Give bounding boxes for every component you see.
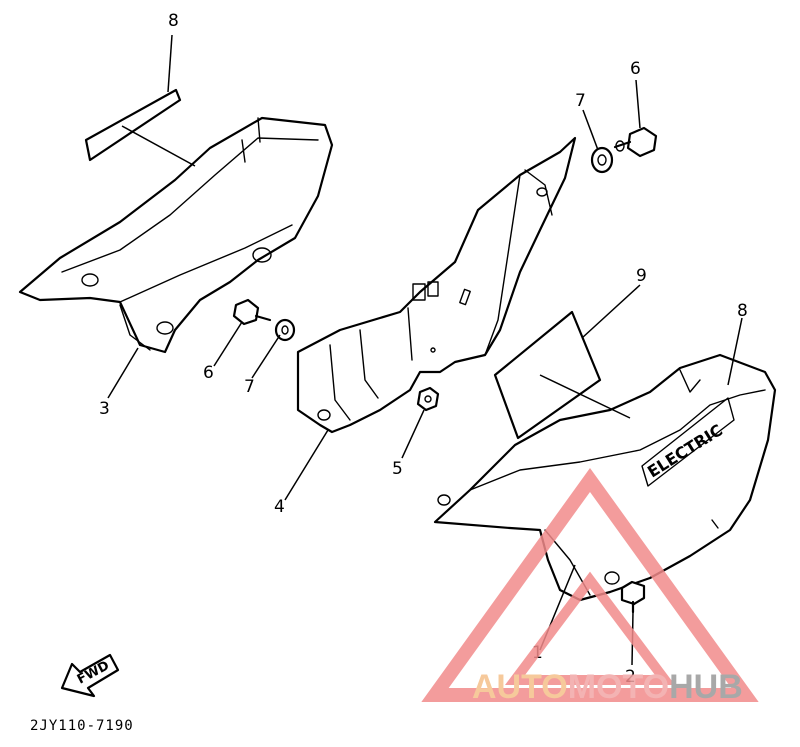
- watermark-moto: MOTO: [568, 668, 669, 706]
- callout-6-left: 6: [203, 363, 214, 383]
- bolt-part-6-left: [232, 298, 272, 326]
- watermark-auto: AUTO: [472, 668, 568, 706]
- callout-5: 5: [392, 459, 403, 479]
- automotohub-watermark: AUTOMOTOHUB: [421, 468, 759, 706]
- grommet-part-7-left: [274, 318, 296, 342]
- decal-part-9: [493, 310, 602, 440]
- callout-9: 9: [636, 266, 647, 286]
- callout-7-top: 7: [575, 91, 586, 111]
- screw-part-2: [620, 580, 646, 614]
- watermark-text: AUTOMOTOHUB: [472, 668, 743, 706]
- forward-direction-arrow: FWD: [60, 653, 120, 698]
- grommet-part-7-upper: [590, 146, 614, 174]
- leader-lines: [107, 34, 743, 666]
- watermark-triangle-logo: [421, 468, 759, 702]
- callout-4: 4: [274, 497, 285, 517]
- callout-7-left: 7: [244, 377, 255, 397]
- callout-8-top: 8: [168, 11, 179, 31]
- watermark-hub: HUB: [669, 668, 743, 706]
- callout-6-top: 6: [630, 59, 641, 79]
- inner-bracket-panel: [296, 136, 577, 434]
- decal-strip-upper: [84, 88, 182, 162]
- diagram-code: 2JY110-7190: [30, 718, 134, 734]
- left-side-cover: [18, 116, 334, 354]
- callout-3: 3: [99, 399, 110, 419]
- right-side-cover: ELECTRIC: [433, 353, 777, 602]
- nut-part-5: [416, 386, 440, 412]
- bolt-part-6-upper: [613, 126, 658, 158]
- callout-8-right: 8: [737, 301, 748, 321]
